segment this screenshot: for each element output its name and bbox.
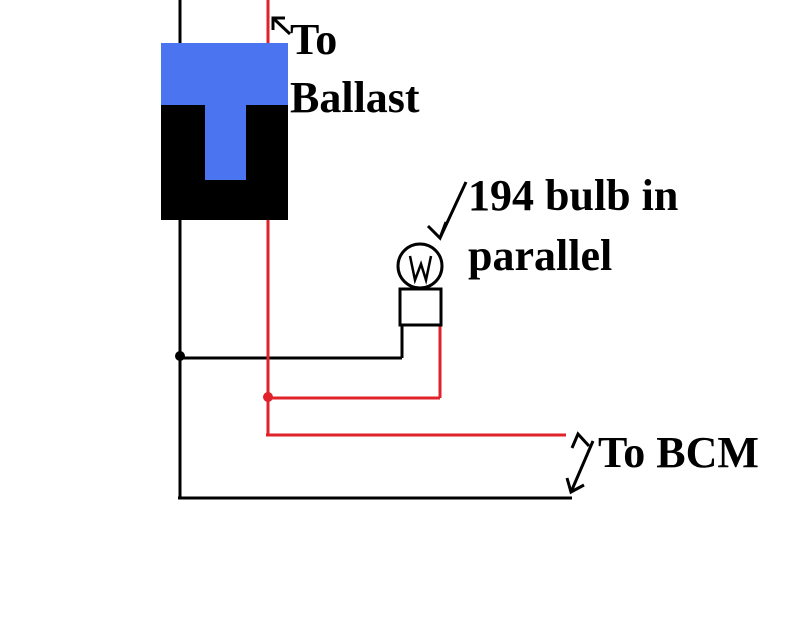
connector-stem bbox=[205, 100, 246, 180]
red-junction-dot bbox=[263, 392, 273, 402]
bcm-label: To BCM bbox=[598, 428, 759, 477]
bulb-arrow-icon bbox=[426, 181, 468, 241]
bulb-label-line2: parallel bbox=[468, 231, 612, 280]
bulb-label-line1: 194 bulb in bbox=[468, 171, 678, 220]
bcm-arrow-icon bbox=[565, 431, 595, 495]
connector bbox=[161, 43, 288, 220]
bulb bbox=[396, 242, 444, 327]
connector-cap bbox=[161, 43, 288, 105]
ballast-label-line2: Ballast bbox=[290, 73, 420, 122]
ballast-label-line1: To bbox=[290, 15, 337, 64]
bulb-filament-icon bbox=[408, 255, 433, 285]
black-junction-dot bbox=[175, 351, 185, 361]
bulb-base bbox=[398, 287, 443, 327]
ballast-arrow-icon bbox=[271, 16, 292, 36]
